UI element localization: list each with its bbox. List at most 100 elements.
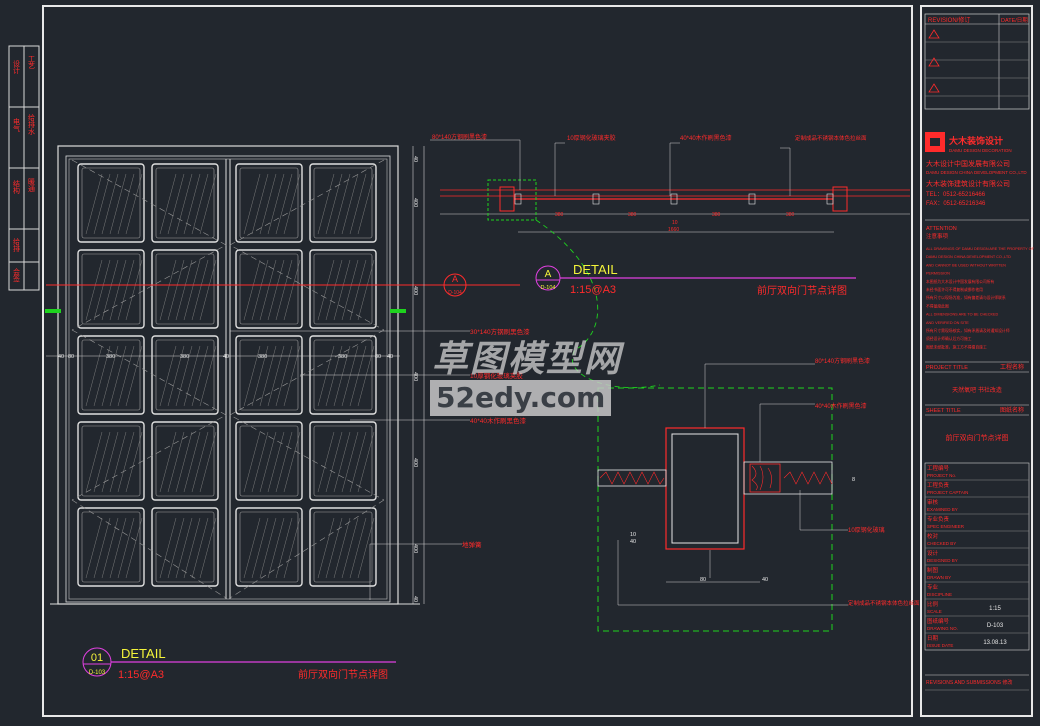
glass-pane [77, 421, 145, 501]
company-fax: FAX：0512-65216346 [926, 201, 986, 207]
attention-line: 不得量度此图 [926, 303, 949, 308]
note: 定制成品不锈钢本体色拉丝面 [795, 134, 867, 142]
strip-label: 给排水 [28, 113, 36, 135]
dim-text: 400 [412, 458, 418, 467]
dim-text: 380 [712, 212, 721, 218]
note: 10厚钢化玻璃 [848, 526, 885, 534]
field-label: 审核 [927, 498, 939, 506]
glass-pane [309, 249, 377, 329]
field-label: 日期 [927, 635, 939, 642]
detail-name: 前厅双向门节点详图 [298, 668, 388, 681]
dim-text: 80 [68, 354, 74, 360]
attention-line: 所有尺寸需现场核实，如有矛盾请及时通知设计师 [926, 328, 1010, 333]
strip-label: 暖通 [28, 178, 36, 193]
section-ref: D-104 [448, 290, 462, 296]
field-value: 13.08.13 [983, 640, 1007, 646]
company-line: 大木设计中国发展有限公司 [926, 159, 1010, 168]
detail-heading: DETAIL [121, 646, 166, 661]
field-label: 校对 [927, 532, 939, 540]
attention-line: ALL DRAWINGS OF DAMU DESIGN ARE THE PROP… [926, 247, 1035, 251]
attention-cn: 注意事项 [926, 232, 949, 240]
detail-a-heading: DETAIL [573, 262, 618, 277]
glass-pane [235, 249, 303, 329]
project-title-cn: 工程名称 [1000, 363, 1024, 371]
attention-line: 本图纸为大木设计中国发展有限公司所有 [926, 279, 995, 284]
field-label-en: DESIGNED BY [927, 558, 958, 563]
detail-a-title: A D-104 DETAIL 1:15@A3 前厅双向门节点详图 [535, 262, 856, 297]
dim-text: 1660 [668, 227, 679, 233]
dim-text: 380 [180, 354, 189, 360]
glass-pane [151, 421, 219, 501]
dim-text: 400 [412, 286, 418, 295]
field-label: 设计 [927, 549, 939, 557]
attention-line: ALL DIMENSIONS ARE TO BE CHECKED [926, 313, 999, 317]
glass-pane [77, 163, 145, 243]
dim-text: 8 [852, 477, 855, 483]
note: 30*140方钢刷黑色漆 [470, 327, 530, 336]
revision-triangle-icon [928, 83, 940, 93]
dim-text: 400 [412, 372, 418, 381]
dim-text: 40 [762, 577, 768, 583]
field-label: 比例 [927, 600, 939, 608]
field-label: 图纸编号 [927, 617, 950, 625]
dim-text: 40 [630, 539, 636, 545]
sheet-title-cn: 图纸名称 [1000, 406, 1024, 414]
dim-text: 40 [412, 596, 418, 602]
note: 40*40木作刷黑色漆 [680, 134, 732, 142]
glass-pane [151, 335, 219, 415]
glass-pane [309, 421, 377, 501]
section-letter: A [452, 274, 458, 284]
attention-text: ALL DRAWINGS OF DAMU DESIGN ARE THE PROP… [926, 247, 1035, 349]
field-label-en: PROJECT No. [927, 473, 956, 478]
detail-01-title: 01 D-103 DETAIL 1:15@A3 前厅双向门节点详图 [82, 646, 396, 681]
strip-label: 给排 [13, 237, 21, 253]
detail-a-ref: D-104 [541, 285, 556, 291]
company-name-en: DAMU DESIGN DECORATION [949, 148, 1012, 153]
dim-text: 10 [630, 532, 636, 538]
field-label: 工程编号 [927, 464, 950, 472]
glass-pane [309, 507, 377, 587]
company-tel: TEL：0512-65216466 [926, 192, 986, 198]
field-label: 专业 [927, 583, 939, 591]
watermark-title: 草图模型网 [432, 339, 623, 380]
detail-a-letter: A [545, 269, 552, 280]
project-name: 天然氧吧 书社改造 [952, 386, 1002, 394]
field-label-en: PROJECT CAPTAIN [927, 490, 968, 495]
dim-text: 40 [387, 354, 393, 360]
field-label-en: DRAWN BY [927, 575, 951, 580]
note: 地弹簧 [462, 540, 482, 549]
note: 80*140方钢刷黑色漆 [815, 357, 870, 365]
field-label-en: DRAWING NO. [927, 626, 958, 631]
revision-triangle-icon [928, 57, 940, 67]
detail-ref: D-103 [89, 670, 106, 676]
attention-line: DAMU DESIGN CHINA DEVELOPMENT CO.,LTD [926, 255, 1011, 259]
glass-pane [151, 249, 219, 329]
section-marker-a: A D-104 [443, 273, 467, 297]
field-label-en: EXAMINED BY [927, 507, 958, 512]
title-block-border [920, 5, 1033, 717]
field-label-en: CHECKED BY [927, 541, 956, 546]
note: 10厚钢化玻璃夹胶 [470, 371, 523, 380]
dim-text: 80 [700, 577, 706, 583]
dim-text: 380 [258, 354, 267, 360]
door-elevation: A D-104 [45, 145, 520, 605]
glass-pane [309, 163, 377, 243]
company-line-en: DAMU DESIGN CHINA DEVELOPMENT CO.,LTD [926, 170, 1027, 175]
dim-text: 400 [412, 544, 418, 553]
glass-pane [151, 163, 219, 243]
strip-label: 设计 [13, 59, 21, 75]
dim-text: 40 [58, 354, 64, 360]
detail-scale: 1:15@A3 [118, 669, 164, 681]
project-title-label: PROJECT TITLE [926, 365, 968, 371]
dim-text: 80 [375, 354, 381, 360]
note: 10厚钢化玻璃夹胶 [567, 134, 616, 142]
glass-pane [77, 335, 145, 415]
glass-pane [235, 507, 303, 587]
attention-line: 所有尺寸以现场为准，如有偏差请与设计师联系 [926, 295, 1006, 300]
attention-line: AND VERIFIED ON SITE [926, 321, 969, 325]
dim-text: 10 [672, 220, 678, 226]
detail-a-name: 前厅双向门节点详图 [757, 284, 847, 297]
detail-a-scale: 1:15@A3 [570, 284, 616, 296]
date-header: DATE/日期 [1001, 17, 1028, 24]
